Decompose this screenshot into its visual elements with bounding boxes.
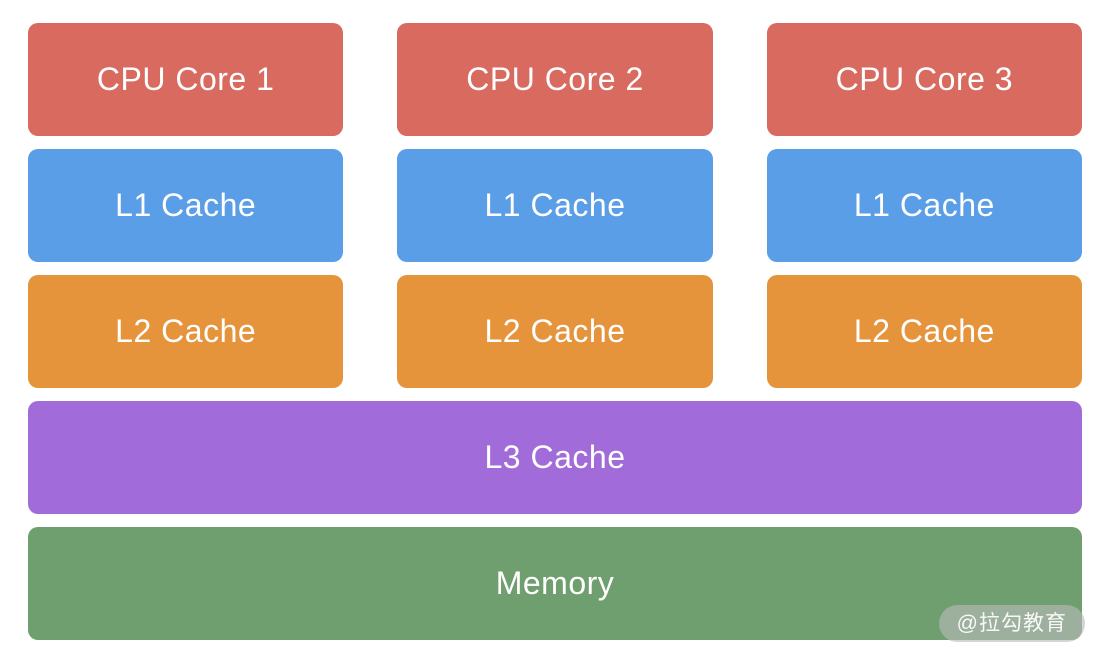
cpu-core-2-box: CPU Core 2 [397,23,713,136]
l2-cache-box-core1: L2 Cache [28,275,344,388]
cpu-core-1-box: CPU Core 1 [28,23,344,136]
l1-cache-box-core2: L1 Cache [397,149,713,262]
diagram-grid: CPU Core 1 CPU Core 2 CPU Core 3 L1 Cach… [28,23,1082,640]
cpu-core-3-box: CPU Core 3 [766,23,1082,136]
memory-box: Memory [28,527,1082,640]
l2-cache-box-core3: L2 Cache [766,275,1082,388]
l3-cache-box: L3 Cache [28,401,1082,514]
watermark-badge: @拉勾教育 [938,605,1085,642]
l1-cache-box-core1: L1 Cache [28,149,344,262]
l2-cache-box-core2: L2 Cache [397,275,713,388]
l1-cache-box-core3: L1 Cache [766,149,1082,262]
